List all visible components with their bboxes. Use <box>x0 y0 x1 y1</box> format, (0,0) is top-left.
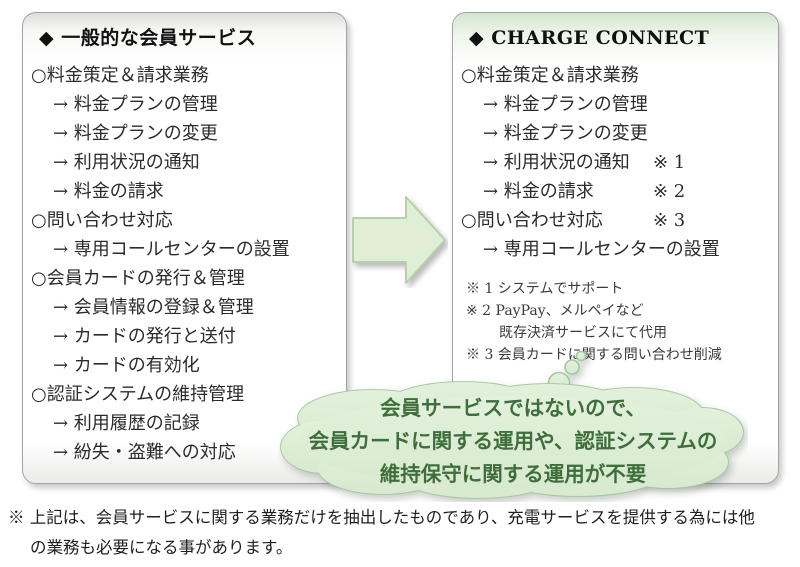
service-item-label: → 利用状況の通知 <box>483 152 630 173</box>
cloud-callout-text: 会員サービスではないので、 会員カードに関する運用や、認証システムの 維持保守に… <box>278 392 748 491</box>
service-item: → 料金プランの変更 <box>53 123 218 144</box>
service-item-label: → 料金プランの変更 <box>483 123 648 144</box>
service-item-label: ○料金策定＆請求業務 <box>461 65 639 86</box>
bottom-note-line: の業務も必要になる事があります。 <box>30 538 293 557</box>
service-item: → 料金の請求 <box>53 181 164 202</box>
service-item: → 紛失・盗難への対応 <box>53 442 236 463</box>
note-marker: ※ 1 <box>653 152 686 173</box>
footnote-line: ※ 1 システムでサポート <box>466 281 624 297</box>
service-item: ○問い合わせ対応 ※ 3 <box>453 206 778 235</box>
service-item-label: ○問い合わせ対応 <box>461 210 603 231</box>
service-item: ○会員カードの発行＆管理 <box>31 268 245 289</box>
service-item: ○料金策定＆請求業務 <box>31 65 209 86</box>
service-item: → 利用状況の通知 ※ 1 <box>453 148 778 177</box>
left-panel-list: ○料金策定＆請求業務 → 料金プランの管理 → 料金プランの変更 → 利用状況の… <box>23 61 346 467</box>
bottom-note-line: ※ 上記は、会員サービスに関する業務だけを抽出したものであり、充電サービスを提供… <box>8 508 755 527</box>
cloud-text-line: 会員サービスではないので、 <box>380 396 646 420</box>
footnotes-block: ※ 1 システムでサポート ※ 2 PayPay、メルペイなど 既存決済サービス… <box>466 278 722 366</box>
right-panel-title: ◆ CHARGE CONNECT <box>469 27 710 49</box>
service-item-label: → 専用コールセンターの設置 <box>483 239 720 260</box>
left-panel-title: ◆ 一般的な会員サービス <box>39 27 257 49</box>
service-item: → 料金プランの管理 <box>453 90 778 119</box>
service-item: → 料金プランの管理 <box>53 94 218 115</box>
service-item: → 会員情報の登録＆管理 <box>53 297 254 318</box>
service-item-label: → 料金の請求 <box>483 181 594 202</box>
note-marker: ※ 3 <box>653 210 686 231</box>
service-item: → 専用コールセンターの設置 <box>53 239 290 260</box>
footnote-line: ※ 3 会員カードに関する問い合わせ削減 <box>466 347 722 363</box>
service-item: ○問い合わせ対応 <box>31 210 173 231</box>
footnote-line: 既存決済サービスにて代用 <box>499 325 667 341</box>
thought-cloud <box>278 350 748 502</box>
service-item: → 利用履歴の記録 <box>53 413 200 434</box>
service-item: → カードの発行と送付 <box>53 326 236 347</box>
service-item: → 利用状況の通知 <box>53 152 200 173</box>
general-member-service-panel: ◆ 一般的な会員サービス ○料金策定＆請求業務 → 料金プランの管理 → 料金プ… <box>22 12 347 484</box>
service-item-label: → 料金プランの管理 <box>483 94 648 115</box>
footnote-line: ※ 2 PayPay、メルペイなど <box>466 303 644 319</box>
service-item: → 専用コールセンターの設置 <box>453 235 778 264</box>
service-item: → カードの有効化 <box>53 355 200 376</box>
right-arrow-icon <box>352 192 448 288</box>
service-item: → 料金プランの変更 <box>453 119 778 148</box>
service-item: → 料金の請求 ※ 2 <box>453 177 778 206</box>
service-item: ○認証システムの維持管理 <box>31 384 245 405</box>
right-panel-list: ○料金策定＆請求業務 → 料金プランの管理 → 料金プランの変更 → 利用状況の… <box>453 61 778 264</box>
service-item: ○料金策定＆請求業務 <box>453 61 778 90</box>
note-marker: ※ 2 <box>653 181 686 202</box>
cloud-text-line: 維持保守に関する運用が不要 <box>379 462 647 486</box>
cloud-text-line: 会員カードに関する運用や、認証システムの <box>308 429 718 453</box>
bottom-note: ※ 上記は、会員サービスに関する業務だけを抽出したものであり、充電サービスを提供… <box>8 503 800 563</box>
